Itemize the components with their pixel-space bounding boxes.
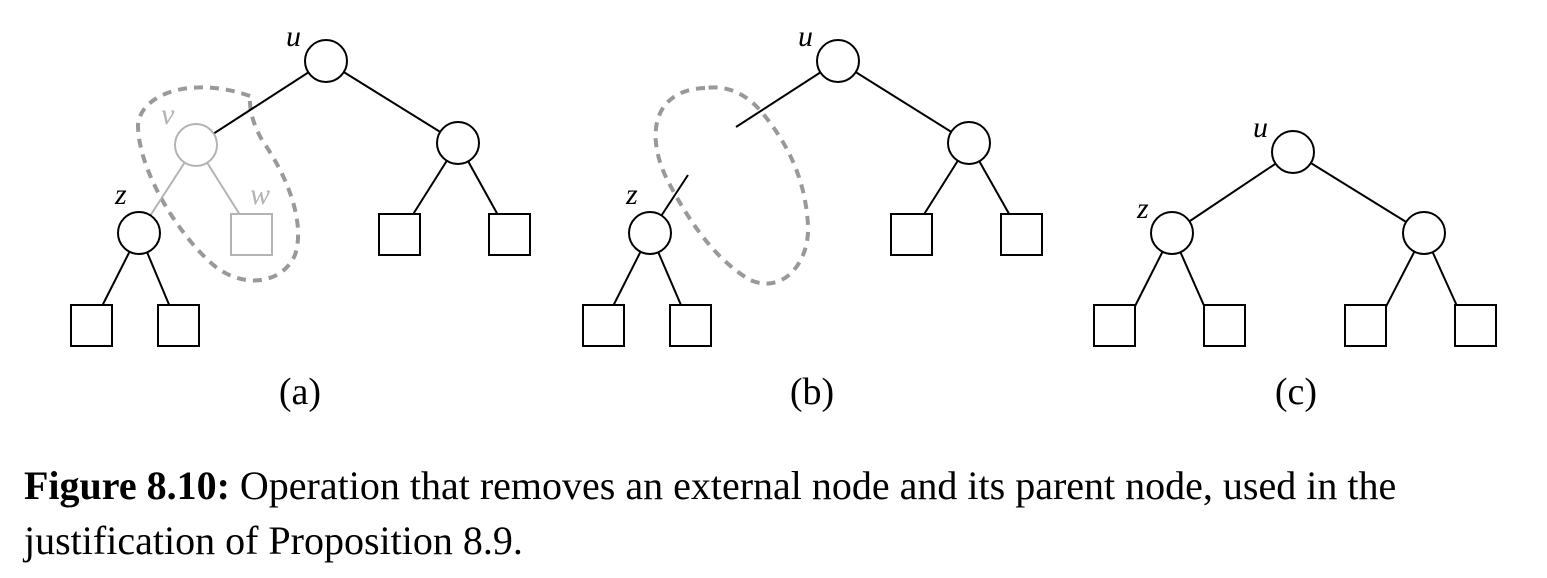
external-node [157, 304, 200, 347]
external-node [1093, 304, 1136, 347]
panel-label-a: (a) [279, 371, 321, 413]
external-node [1203, 304, 1246, 347]
node-v [174, 123, 218, 167]
edge-u-right [325, 60, 459, 144]
external-node [488, 213, 531, 256]
figure-caption: Figure 8.10: Operation that removes an e… [24, 458, 1534, 568]
external-node [378, 213, 421, 256]
external-node [1000, 213, 1043, 256]
caption-text: Operation that removes an external node … [24, 463, 1397, 563]
edge-u-v [195, 60, 327, 146]
panel-label-c: (c) [1275, 371, 1317, 413]
node-u [816, 39, 860, 83]
label-z: z [114, 178, 127, 211]
node-right [1402, 211, 1446, 255]
label-v: v [161, 98, 175, 131]
node-right [436, 121, 480, 165]
panel-label-b: (b) [790, 371, 834, 413]
edge-u-right [1292, 151, 1425, 234]
label-u: u [798, 20, 813, 53]
figure-number: Figure 8.10: [24, 463, 230, 508]
label-u: u [1253, 111, 1268, 144]
label-u: u [286, 20, 301, 53]
tree-diagram: u v z w (a) u z (b) [70, 20, 1497, 413]
node-z [1150, 211, 1194, 255]
node-w [230, 213, 273, 256]
node-right [947, 121, 991, 165]
node-u [1271, 130, 1315, 174]
node-u [304, 39, 348, 83]
external-node [582, 304, 625, 347]
panel-b: u z (b) [582, 20, 1043, 413]
panel-a: u v z w (a) [70, 20, 531, 413]
label-z: z [625, 178, 638, 211]
label-z: z [1136, 192, 1149, 225]
external-node [669, 304, 712, 347]
panel-c: u z (c) [1093, 111, 1497, 413]
external-node [70, 304, 113, 347]
label-w: w [250, 178, 270, 211]
edge-u-z [1171, 151, 1294, 234]
removal-outline [653, 85, 811, 286]
external-node [1344, 304, 1387, 347]
external-node [890, 213, 933, 256]
node-z [117, 211, 161, 255]
external-node [1454, 304, 1497, 347]
edge-u-right [837, 60, 970, 144]
node-z [628, 211, 672, 255]
